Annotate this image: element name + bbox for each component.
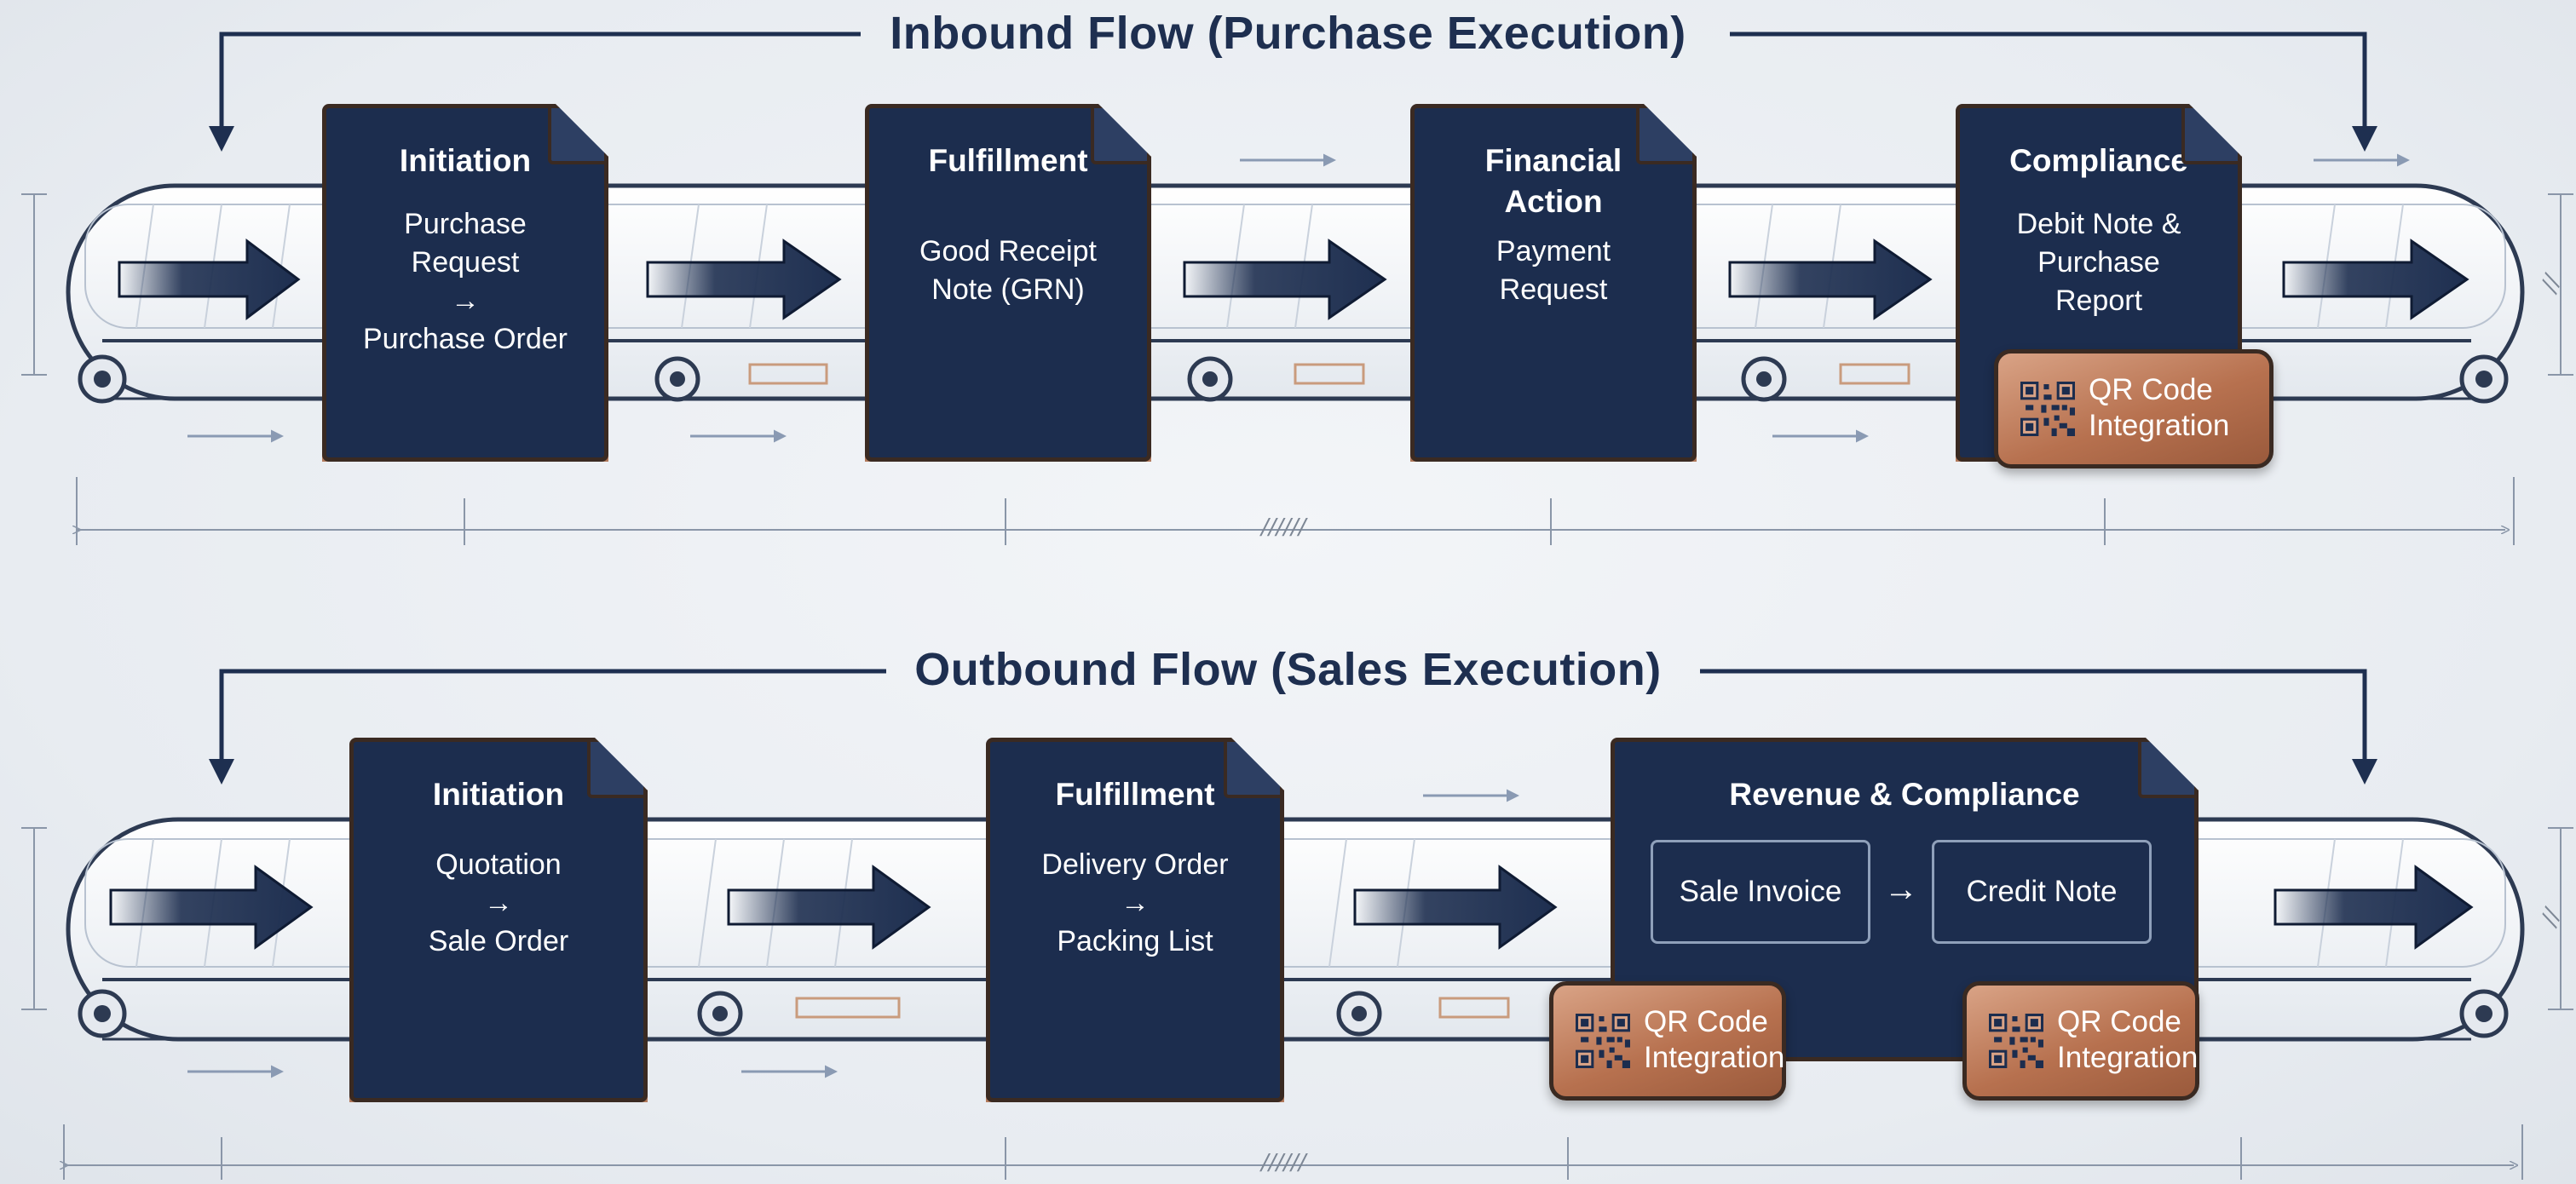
outbound-dimension: [21, 827, 2573, 1180]
outbound-rollers: [78, 989, 2509, 1038]
outbound-bracket: [209, 669, 2377, 785]
qr-code-badge: QR Code Integration: [1962, 981, 2199, 1101]
outbound-card-fulfillment: Fulfillment Delivery Order → Packing Lis…: [986, 738, 1284, 1102]
arrow-right-icon: [1353, 865, 1558, 950]
scale-mark: //////: [1261, 514, 1306, 540]
scale-mark: //////: [1261, 1150, 1306, 1175]
arrow-right-icon: [2282, 239, 2469, 320]
inbound-card-fulfillment: Fulfillment Good Receipt Note (GRN): [865, 104, 1151, 462]
inbound-flow-arrows: [118, 239, 2469, 320]
qr-code-icon: [1576, 1014, 1630, 1068]
qr-code-icon: [1989, 1014, 2043, 1068]
card-title: Initiation: [432, 777, 565, 812]
outbound-small-arrows: [187, 789, 1519, 1078]
card-body: Payment Request: [1495, 235, 1611, 306]
qr-code-badge: QR Code Integration: [1549, 981, 1786, 1101]
card-title: Revenue & Compliance: [1729, 777, 2080, 812]
arrow-right-icon: [646, 239, 842, 320]
arrow-right-icon: [118, 239, 301, 320]
inbound-small-arrows: [187, 153, 2410, 443]
card-body: Delivery Order → Packing List: [1041, 848, 1229, 957]
arrow-right-icon: [1183, 239, 1387, 320]
arrow-right-icon: [109, 865, 314, 950]
arrow-right-icon: [2273, 865, 2474, 950]
card-title: Fulfillment: [1055, 777, 1215, 812]
qr-code-icon: [2020, 382, 2075, 436]
arrow-right-icon: →: [1884, 871, 1918, 908]
outbound-card-initiation: Initiation Quotation → Sale Order: [349, 738, 648, 1102]
credit-note-box: Credit Note: [1932, 840, 2152, 944]
card-body: Purchase Request → Purchase Order: [363, 208, 568, 355]
card-title: Fulfillment: [928, 143, 1088, 178]
inbound-card-financial-action: Financial Action Payment Request: [1410, 104, 1697, 462]
qr-badge-label: QR Code Integration: [2057, 1005, 2199, 1074]
card-body: Good Receipt Note (GRN): [919, 235, 1097, 306]
inbound-card-initiation: Initiation Purchase Request → Purchase O…: [322, 104, 608, 462]
qr-badge-label: QR Code Integration: [1644, 1005, 1785, 1074]
qr-badge-label: QR Code Integration: [2089, 373, 2230, 442]
inbound-flow-title: Inbound Flow (Purchase Execution): [890, 8, 1686, 59]
inbound-bracket: [209, 32, 2377, 152]
outbound-flow-arrows: [109, 865, 2474, 950]
card-title: Initiation: [399, 143, 532, 178]
outbound-flow-title: Outbound Flow (Sales Execution): [914, 644, 1662, 695]
card-body: Debit Note & Purchase Report: [2016, 208, 2181, 317]
sale-invoice-box: Sale Invoice: [1651, 840, 1870, 944]
qr-code-badge: QR Code Integration: [1994, 349, 2273, 468]
arrow-right-icon: [727, 865, 931, 950]
card-title: Financial Action: [1484, 143, 1622, 219]
inbound-dimension: [21, 193, 2573, 545]
card-title: Compliance: [2009, 143, 2188, 178]
inbound-rollers: [78, 354, 2509, 404]
arrow-right-icon: [1728, 239, 1933, 320]
card-body: Quotation → Sale Order: [428, 848, 569, 957]
